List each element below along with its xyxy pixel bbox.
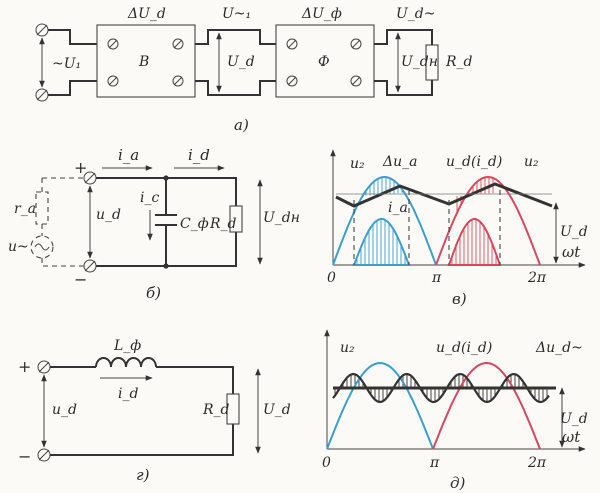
current-id-label: i_d <box>188 146 210 164</box>
tick-0-d: 0 <box>322 455 331 471</box>
tick-2pi-v: 2π <box>527 270 547 286</box>
Ud-label-v: U_d <box>560 224 588 240</box>
u2-left-label: u₂ <box>350 156 365 172</box>
output-ripple-label: U_d~ <box>396 6 436 22</box>
load-resistor-b <box>229 205 243 233</box>
u2-halfwave-2 <box>435 175 541 266</box>
tick-pi-v: π <box>431 270 442 286</box>
source-u-label: u~ <box>8 239 29 255</box>
delta-ud-label: Δu_d~ <box>535 340 583 356</box>
load-resistor-a <box>425 44 439 81</box>
ia-pulse-2 <box>447 217 502 266</box>
caption-g: г) <box>136 466 150 484</box>
figure-v-waveforms: U_d ωt u₂ Δu_a u_d(i_d) u₂ i_a 0 π 2π в) <box>327 149 588 308</box>
load-label-a: R_d <box>445 54 473 70</box>
delta-ua-label: Δu_a <box>382 154 417 170</box>
u2-halfwave-1 <box>326 361 434 450</box>
wt-label-d: ωt <box>562 428 581 446</box>
filter-block-label: Ф <box>318 54 330 70</box>
wt-label-v: ωt <box>562 243 581 261</box>
current-ic-label: i_c <box>140 190 159 206</box>
mid-ac-voltage-label: U~₁ <box>222 6 251 22</box>
rectifier-block-label: В <box>138 54 149 70</box>
tick-0-v: 0 <box>327 270 336 286</box>
Ud-label-d: U_d <box>560 411 588 427</box>
ud-label-b: u_d <box>96 207 121 223</box>
ac-source-icon <box>30 235 54 259</box>
tick-pi-d: π <box>429 455 440 471</box>
ud-id-waveform <box>335 182 553 208</box>
input-terminal-bottom <box>35 88 49 102</box>
tick-2pi-d: 2π <box>527 455 547 471</box>
filter-block <box>275 24 375 98</box>
inductor-label: L_ф <box>113 338 141 354</box>
caption-v: в) <box>452 290 467 308</box>
u2-right-label: u₂ <box>524 154 539 170</box>
rectifier-ripple-label: ΔU_d <box>127 6 166 22</box>
load-label-b: R_d <box>209 216 237 232</box>
figure-g-inductor-filter: + − L_ф i_d R_d u_d U_d г) <box>18 338 291 484</box>
load-label-g: R_d <box>202 402 230 418</box>
ud-id-ripple <box>332 372 550 404</box>
ud-id-label-d: u_d(i_d) <box>436 340 492 356</box>
current-ia-label: i_a <box>118 146 139 164</box>
inductor-coil <box>95 357 157 368</box>
caption-a: а) <box>234 116 249 134</box>
caption-b: б) <box>146 284 161 302</box>
figure-b-capacitor-filter: + − r_a u~ C_ф R_d i_a i_d i_c u_d U_dн <box>8 146 300 302</box>
minus-sign-b: − <box>74 270 87 289</box>
ud-label-g: u_d <box>52 402 77 418</box>
Ud-label-g: U_d <box>263 402 291 418</box>
ud-id-label-v: u_d(i_d) <box>446 154 502 170</box>
plus-sign-b: + <box>74 158 87 177</box>
capacitor-label: C_ф <box>180 216 209 232</box>
current-id-label-g: i_d <box>118 386 138 402</box>
caption-d: д) <box>450 474 466 492</box>
output-voltage-label: U_dн <box>401 54 438 70</box>
figure-d-waveforms: U_d ωt u₂ u_d(i_d) Δu_d~ 0 π 2π д) <box>322 329 588 492</box>
plus-sign-g: + <box>18 357 31 376</box>
u2-halfwave-1 <box>332 175 437 266</box>
rectifier-block <box>96 24 196 98</box>
load-resistor-g <box>226 393 240 425</box>
minus-sign-g: − <box>18 447 31 466</box>
mid-dc-voltage-label: U_d <box>227 54 255 70</box>
ia-pulse-1 <box>352 217 411 266</box>
figure-a-block-diagram: ~U₁ В ΔU_d U~₁ U_d Ф ΔU_ф U_d~ U_dн R_d … <box>35 6 473 134</box>
ia-label-v: i_a <box>388 200 408 216</box>
filter-ripple-label: ΔU_ф <box>301 6 342 22</box>
u2-halfwave-2 <box>432 361 541 450</box>
source-resistance <box>35 191 49 225</box>
udn-label-b: U_dн <box>263 210 300 226</box>
input-voltage-label: ~U₁ <box>52 56 81 72</box>
source-r-label: r_a <box>14 201 36 217</box>
u2-label-d: u₂ <box>340 340 355 356</box>
input-terminal-top <box>35 23 49 37</box>
